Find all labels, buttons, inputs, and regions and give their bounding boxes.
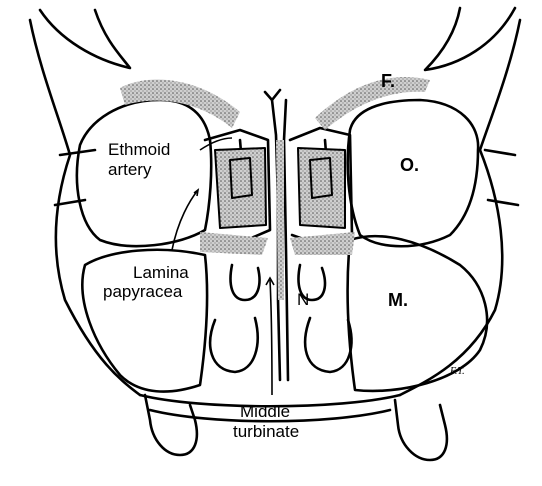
artist-signature: F.T. [450,362,465,382]
right-maxillary-sinus [348,236,488,391]
label-lamina-papyracea-1: Lamina [133,263,189,283]
middle-turbinate-leader [270,280,272,395]
right-face-contour [400,20,520,395]
label-orbit: O. [400,155,419,175]
label-middle-turbinate-2: turbinate [233,422,299,442]
left-middle-turbinate [231,265,260,300]
label-maxillary: M. [388,290,408,310]
left-inferior-turbinate [210,318,257,372]
left-zygoma [55,150,95,205]
label-lamina-papyracea-2: papyracea [103,282,182,302]
right-lamina-stipple [290,232,355,255]
right-inferior-turbinate [305,318,351,372]
label-ethmoid-artery-1: Ethmoid [108,140,170,160]
label-frontal: F. [381,71,395,91]
skull-outline-left [40,10,130,68]
right-frontal-bone [315,77,430,130]
left-ethmoid-stipple [215,148,266,228]
left-face-contour [30,20,140,395]
label-nasal: N [297,290,309,310]
right-tooth [395,400,447,460]
right-ethmoid-stipple [298,148,345,228]
skull-outline-right [425,8,515,70]
label-middle-turbinate-1: Middle [240,402,290,422]
label-ethmoid-artery-2: artery [108,160,151,180]
